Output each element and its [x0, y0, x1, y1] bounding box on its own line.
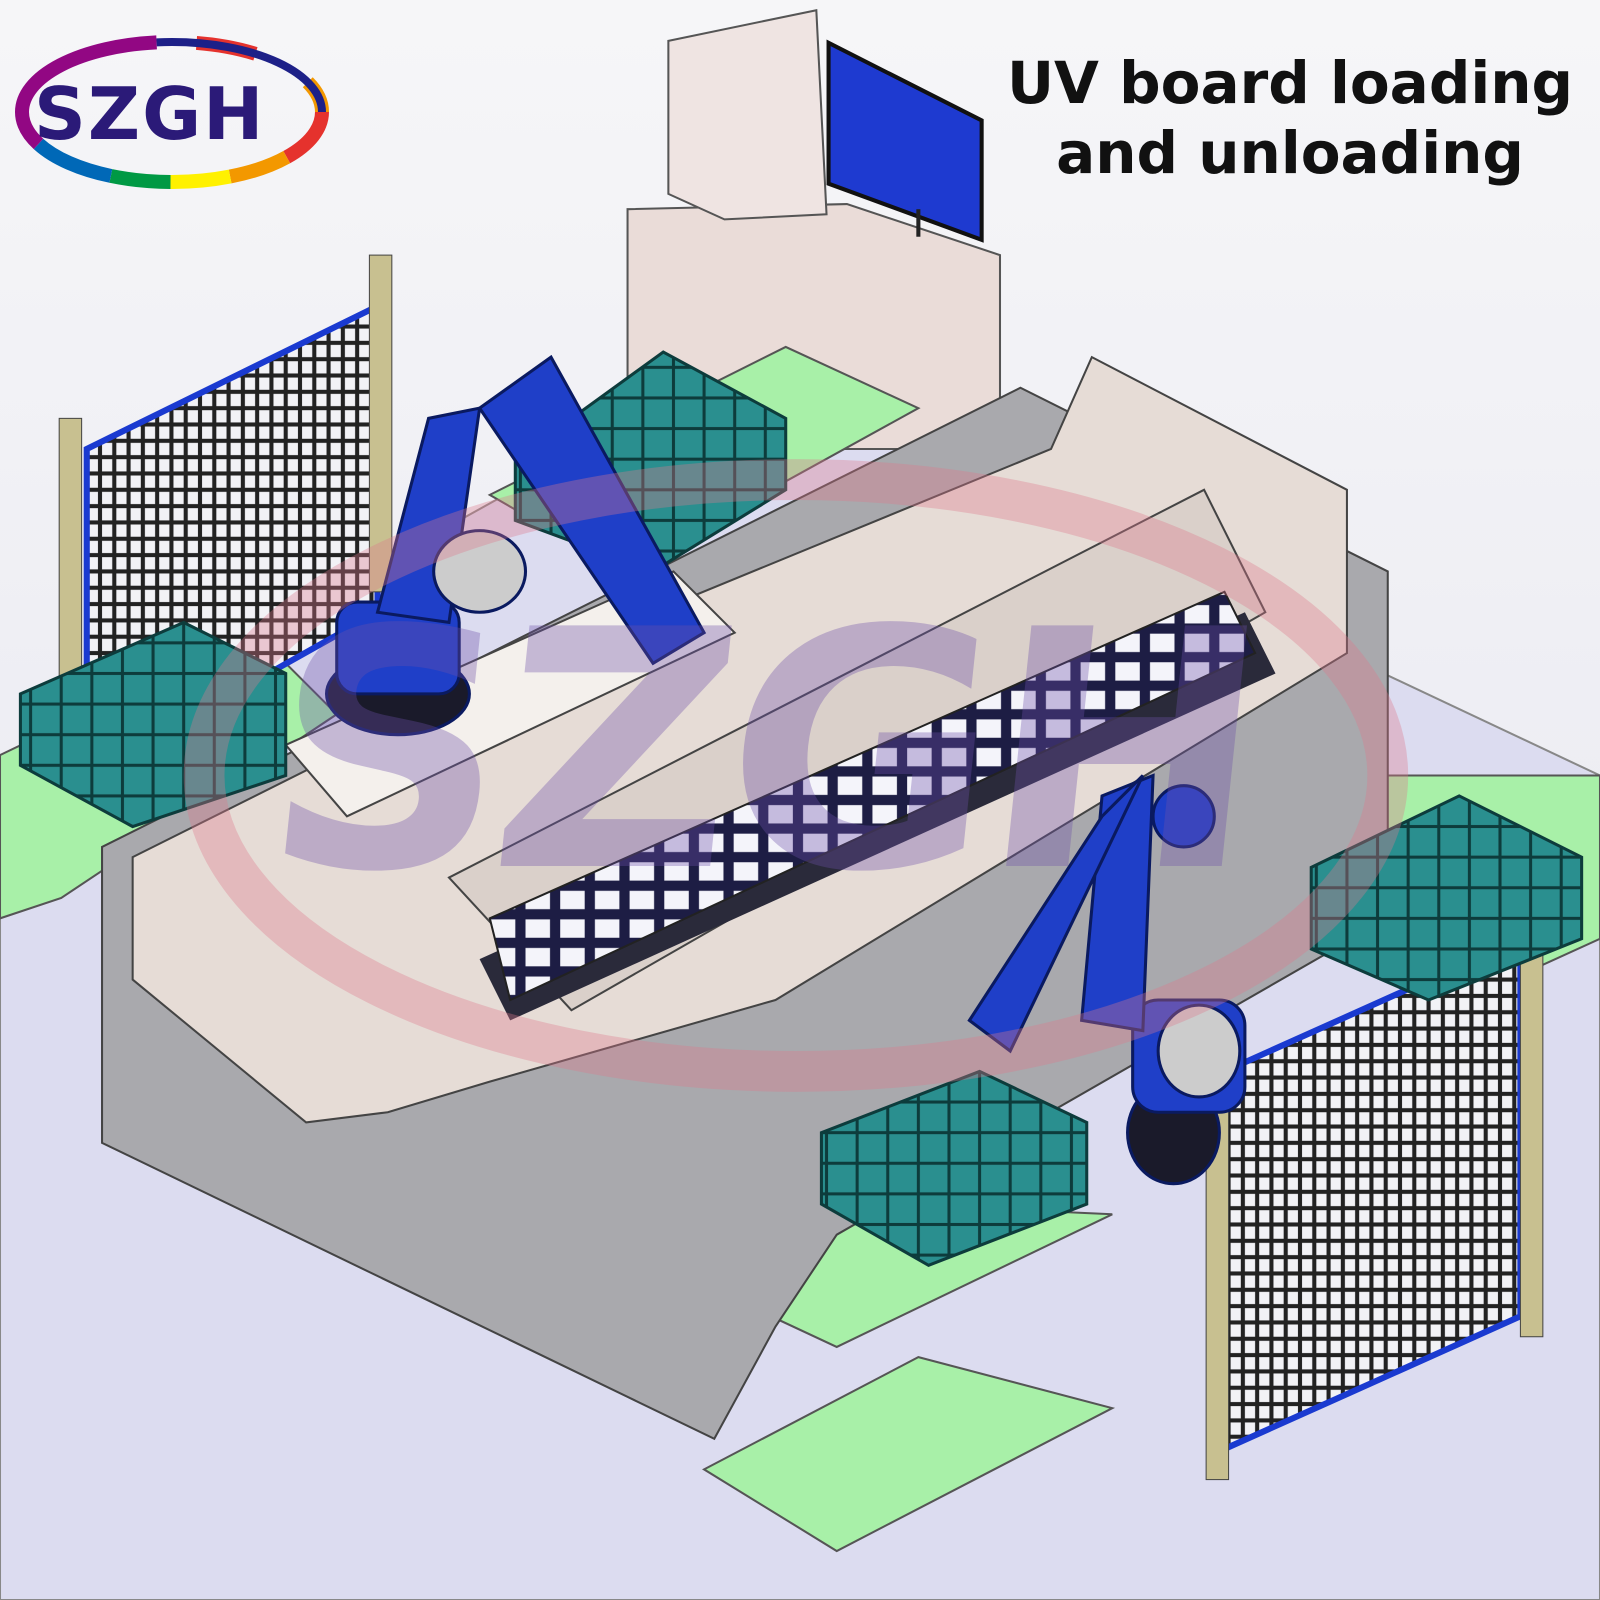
robot-arm-right	[967, 773, 1247, 1186]
bin-front	[819, 1069, 1089, 1267]
title-line-1: UV board loading	[1006, 49, 1574, 117]
page-title: UV board loading and unloading	[990, 48, 1590, 188]
loading-platform	[284, 570, 737, 818]
logo-ring-icon	[15, 35, 329, 189]
watermark-text: SZGH	[249, 560, 1275, 944]
watermark-ring	[183, 459, 1409, 1092]
bin-right	[1309, 794, 1584, 1002]
bin-left	[18, 620, 288, 829]
szgh-logo: SZGH	[12, 24, 332, 194]
conveyor-belt	[479, 590, 1276, 1021]
monitor	[826, 39, 984, 243]
table-shelf-front	[702, 1356, 1116, 1553]
robot-arm-left	[325, 354, 707, 737]
logo-text: SZGH	[34, 72, 266, 156]
title-line-2: and unloading	[1056, 119, 1524, 187]
